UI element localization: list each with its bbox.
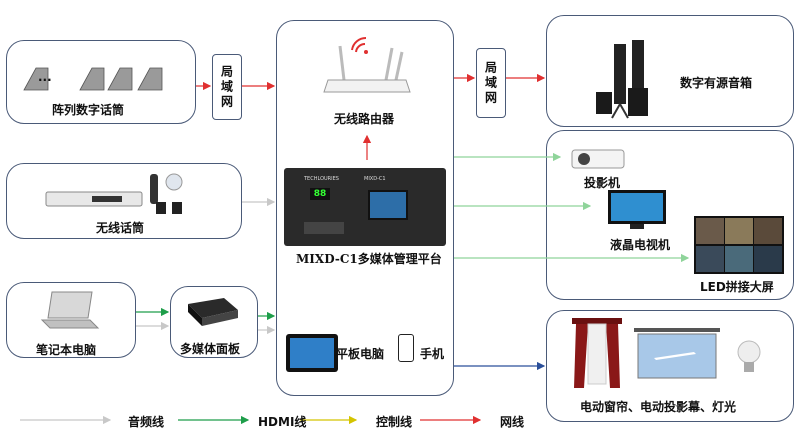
device-display: 88 [310,188,330,200]
light-bulb-icon [737,340,761,372]
mic-array-label: 阵列数字话筒 [52,103,125,117]
device-model: MIXD-C1 [364,176,386,182]
projector-label: 投影机 [584,176,621,190]
media-panel-icon [188,298,238,326]
lan-right-box: 局域网 [476,48,506,118]
lan-right-label: 局域网 [483,60,498,106]
projection-screen-icon [634,328,720,379]
media-platform-device: TECHLOURIES MIXD-C1 88 [284,168,446,246]
phone-label: 手机 [420,347,445,361]
phone-icon [398,334,414,362]
legend-control-label: 控制线 [376,415,413,429]
led-wall-icon [694,216,784,274]
array-mic-icon [23,67,163,91]
tablet-label: 平板电脑 [336,347,385,361]
platform-label: MIXD-C1多媒体管理平台 [296,252,442,266]
speakers-box [546,15,794,127]
mic-ellipsis: ... [38,70,52,84]
speakers-label: 数字有源音箱 [680,76,753,90]
lan-left-box: 局域网 [212,54,242,120]
legend-network-label: 网线 [500,415,525,429]
tablet-icon [286,334,338,372]
legend-hdmi-label: HDMI线 [258,415,307,429]
tv-icon [608,190,666,229]
tv-label: 液晶电视机 [610,238,671,252]
router-label: 无线路由器 [334,112,395,126]
device-brand: TECHLOURIES [304,176,339,182]
device-touchscreen [368,190,408,220]
curtain-label: 电动窗帘、电动投影幕、灯光 [580,400,737,414]
led-wall-label: LED拼接大屏 [700,280,774,294]
laptop-icon [40,291,100,329]
router-icon [323,36,411,93]
projector-icon [571,149,625,169]
laptop-label: 笔记本电脑 [36,343,97,357]
wireless-mic-label: 无线话筒 [96,221,145,235]
speaker-icon [596,40,648,119]
device-buttons [304,222,344,234]
legend-audio-label: 音频线 [128,415,165,429]
lan-left-label: 局域网 [219,64,234,110]
curtain-icon [572,318,622,388]
panel-label: 多媒体面板 [180,342,241,356]
tablet-screen [290,338,334,368]
wireless-mic-icon [45,173,183,214]
